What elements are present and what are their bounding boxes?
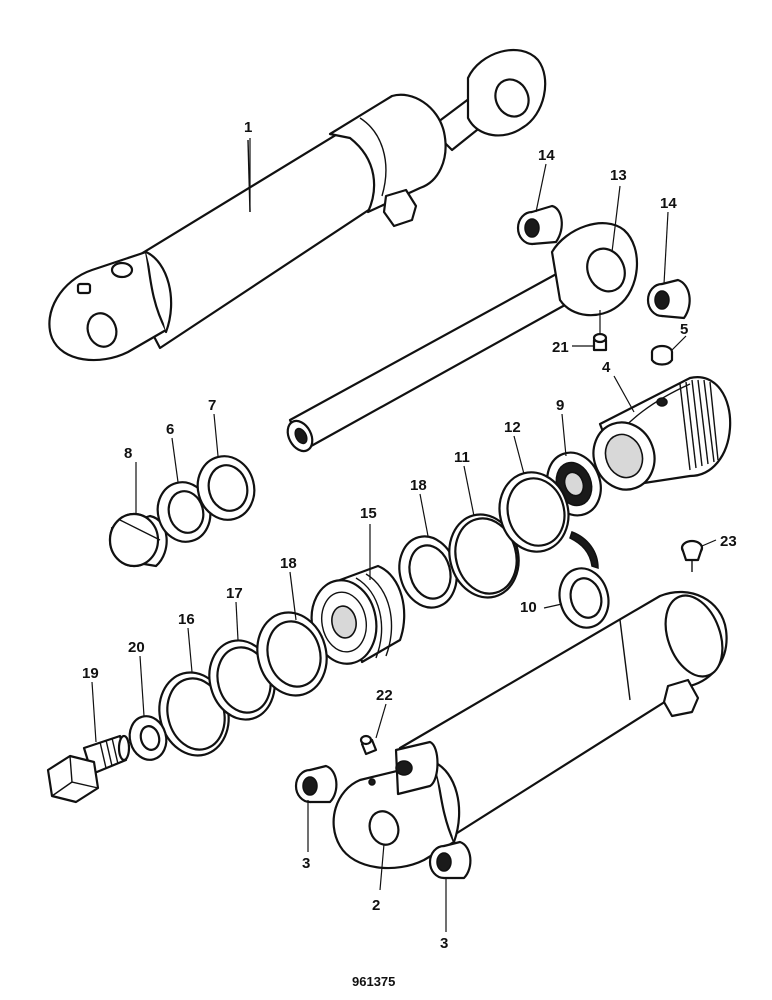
bolt-19 (46, 734, 131, 804)
clevis-bush-left (294, 764, 338, 804)
callout-18-lower: 18 (280, 555, 297, 572)
callout-19: 19 (82, 665, 99, 682)
callout-18-upper: 18 (410, 477, 427, 494)
callout-16: 16 (178, 611, 195, 628)
plug-5 (650, 344, 674, 366)
assembled-cylinder (48, 49, 547, 362)
ring-18-lower (256, 611, 328, 697)
callout-22: 22 (376, 687, 393, 704)
callout-4: 4 (602, 359, 611, 376)
callout-15: 15 (360, 505, 377, 522)
grease-nipple-21 (592, 332, 608, 352)
callout-21: 21 (552, 339, 569, 356)
callout-12: 12 (504, 419, 521, 436)
barrel-2 (332, 590, 728, 870)
callout-14-left: 14 (538, 147, 555, 164)
callout-2: 2 (372, 897, 380, 914)
clevis-bush-right (428, 840, 472, 880)
drawing-number: 961375 (352, 974, 395, 989)
callout-20: 20 (128, 639, 145, 656)
callout-23: 23 (720, 533, 737, 550)
piston-rod (286, 222, 638, 453)
callout-14-right: 14 (660, 195, 677, 212)
callout-1: 1 (244, 119, 252, 136)
ring-11 (448, 513, 520, 599)
callout-11: 11 (454, 449, 470, 466)
assembly-arrow (569, 531, 599, 570)
callout-5: 5 (680, 321, 688, 338)
callout-7: 7 (208, 397, 216, 414)
callout-13: 13 (610, 167, 627, 184)
rod-eye-bush-right (646, 278, 691, 320)
ring-10 (558, 567, 610, 629)
leader-lines (91, 138, 717, 932)
callout-8: 8 (124, 445, 132, 462)
callout-9: 9 (556, 397, 564, 414)
callout-3-right: 3 (440, 935, 448, 952)
piston-15 (310, 564, 406, 665)
callout-10: 10 (520, 599, 537, 616)
ring-7 (196, 455, 256, 521)
callout-3-left: 3 (302, 855, 310, 872)
ring-12 (498, 471, 570, 553)
callout-labels: 1 2 3 3 4 5 6 7 8 9 10 11 12 13 14 14 15… (82, 119, 737, 952)
bush-8 (108, 512, 168, 568)
callout-17: 17 (226, 585, 243, 602)
rod-eye-bush-left (516, 204, 563, 246)
grease-nipple-22 (359, 734, 378, 756)
gland-4 (592, 376, 732, 491)
callout-6: 6 (166, 421, 174, 438)
washer-20 (128, 715, 168, 761)
grease-nipple-23 (680, 539, 704, 572)
